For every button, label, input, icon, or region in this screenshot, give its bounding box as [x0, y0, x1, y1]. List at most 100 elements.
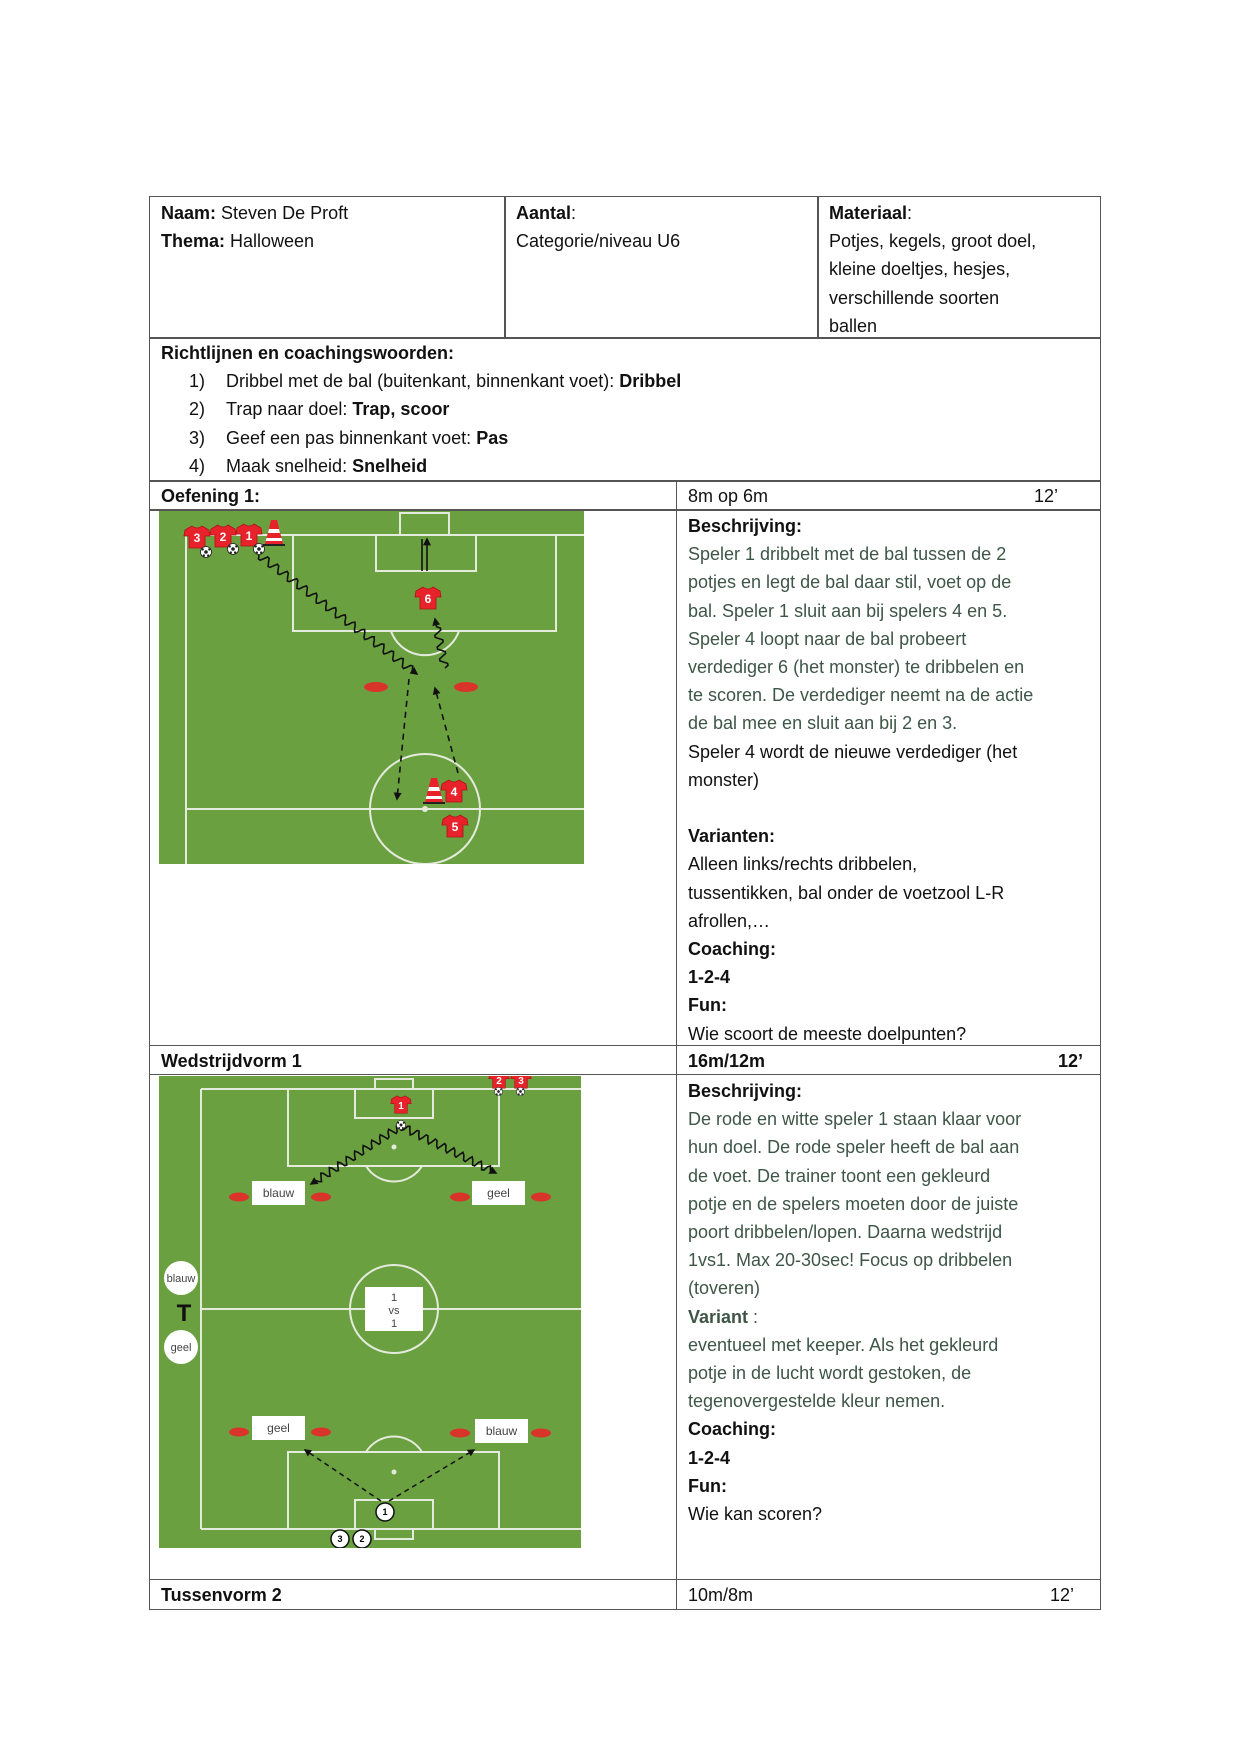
item-text: Dribbel met de bal (buitenkant, binnenka…	[226, 371, 620, 392]
center-label-line: vs	[389, 1305, 401, 1317]
player-shirt: 6	[414, 586, 442, 610]
dribble-path	[309, 1122, 402, 1185]
shirt-number: 4	[451, 785, 458, 799]
exercise1-title: Oefening 1:	[161, 486, 261, 506]
categorie-value: Categorie/niveau U6	[516, 231, 681, 252]
gate-label-bottom-left: geel	[252, 1416, 305, 1440]
gate-label-top-left: blauw	[252, 1181, 305, 1205]
player-number: 3	[337, 1534, 342, 1544]
center-label-line: 1	[391, 1318, 397, 1330]
variant-label: Variant	[688, 1306, 749, 1327]
item-keyword: Snelheid	[352, 455, 428, 476]
ball-icon	[516, 1087, 525, 1096]
varianten-line: Alleen links/rechts dribbelen,	[688, 854, 918, 875]
exercise1-meta-cell: 8m op 6m 12’	[676, 480, 1101, 511]
center-1vs1-label: 1 vs 1	[365, 1287, 423, 1331]
item-keyword: Trap, scoor	[352, 399, 450, 420]
coaching-label: Coaching:	[688, 939, 776, 960]
variant-line: eventueel met keeper. Als het gekleurd	[688, 1334, 999, 1355]
shirt-number: 6	[425, 592, 432, 606]
marker-disc-icon	[311, 1192, 331, 1202]
thema-value: Halloween	[225, 231, 315, 252]
description-line: hun doel. De rode speler heeft de bal aa…	[688, 1137, 1020, 1158]
marker-disc-icon	[531, 1192, 551, 1202]
center-label-line: 1	[391, 1292, 397, 1304]
marker-disc-icon	[450, 1428, 470, 1438]
trainer-letter: T	[177, 1300, 192, 1327]
marker-disc-icon	[364, 682, 388, 692]
description-line: Speler 4 loopt naar de bal probeert	[688, 628, 967, 649]
exercise2-meta-cell: 16m/12m 12’	[676, 1045, 1101, 1075]
player-shirt: 1	[235, 523, 263, 547]
exercise1-pitch-diagram: 3 2 1 6 4 5	[159, 511, 584, 864]
player-shirt: 2	[488, 1076, 510, 1089]
guideline-item: 2)Trap naar doel: Trap, scoor	[161, 395, 1089, 423]
varianten-line: tussentikken, bal onder de voetzool L-R	[688, 882, 1005, 903]
gate-label: geel	[487, 1186, 510, 1200]
marker-disc-icon	[450, 1192, 470, 1202]
run-path	[432, 686, 459, 774]
dribble-path	[432, 617, 449, 669]
description-line: 1vs1. Max 20-30sec! Focus op dribbelen	[688, 1250, 1013, 1271]
marker-disc-icon	[229, 1192, 249, 1202]
exercise2-title: Wedstrijdvorm 1	[161, 1051, 302, 1071]
item-number: 4)	[189, 455, 206, 476]
materiaal-line: kleine doeltjes, hesjes,	[829, 259, 1011, 280]
shirt-number: 1	[398, 1101, 404, 1112]
player-shirt: 3	[510, 1076, 532, 1089]
thema-line: Thema: Halloween	[161, 227, 494, 255]
run-path	[388, 1449, 476, 1502]
exercise2-text-cell: Beschrijving: De rode en witte speler 1 …	[676, 1074, 1101, 1580]
exercise3-title: Tussenvorm 2	[161, 1585, 282, 1605]
exercise3-size: 10m/8m	[688, 1585, 754, 1605]
ball-icon	[253, 543, 265, 555]
coaching-label: Coaching:	[688, 1419, 776, 1440]
ball-icon	[200, 546, 212, 558]
player-shirt: 5	[441, 814, 469, 838]
shirt-number: 3	[518, 1076, 524, 1087]
exercise1-size: 8m op 6m	[688, 486, 769, 506]
ball-icon	[227, 543, 239, 555]
player-shirt: 3	[183, 525, 211, 549]
naam-label: Naam:	[161, 203, 217, 223]
gate-label: blauw	[263, 1186, 295, 1200]
item-number: 1)	[189, 371, 206, 392]
beschrijving-label: Beschrijving:	[688, 1081, 803, 1101]
description-line: (toveren)	[688, 1278, 761, 1299]
description-line: bal. Speler 1 sluit aan bij spelers 4 en…	[688, 600, 1008, 621]
marker-disc-icon	[454, 682, 478, 692]
fun-value: Wie scoort de meeste doelpunten?	[688, 1023, 967, 1044]
exercise1-duration: 12’	[1033, 486, 1058, 506]
fun-label: Fun:	[688, 995, 727, 1016]
aantal-cell: Aantal: Categorie/niveau U6	[504, 196, 819, 339]
marker-disc-icon	[311, 1427, 331, 1437]
guidelines-title: Richtlijnen en coachingswoorden:	[161, 343, 455, 363]
shirt-number: 1	[246, 529, 253, 543]
guideline-item: 1) Dribbel met de bal (buitenkant, binnen…	[161, 367, 1089, 395]
item-number: 3)	[189, 427, 206, 448]
fun-value: Wie kan scoren?	[688, 1504, 823, 1525]
description-line: de bal mee en sluit aan bij 2 en 3.	[688, 713, 958, 734]
ball-icon	[396, 1120, 406, 1130]
varianten-label: Varianten:	[688, 826, 776, 847]
exercise3-duration: 12’	[1049, 1585, 1074, 1605]
run-path	[393, 678, 410, 801]
description-line: potje en de spelers moeten door de juist…	[688, 1193, 1019, 1214]
name-theme-cell: Naam: Steven De Proft Thema: Halloween	[149, 196, 506, 339]
materiaal-colon: :	[907, 203, 913, 223]
shirt-number: 5	[452, 820, 459, 834]
white-player: 1	[375, 1502, 395, 1522]
beschrijving-label: Beschrijving:	[688, 516, 803, 536]
guideline-item: 4) Maak snelheid: Snelheid	[161, 452, 1089, 480]
description-line: Speler 1 dribbelt met de bal tussen de 2	[688, 544, 1007, 565]
shirt-number: 2	[496, 1076, 502, 1087]
materiaal-label: Materiaal	[829, 203, 908, 223]
item-text: Maak snelheid:	[226, 455, 353, 476]
dribble-path	[257, 554, 419, 675]
exercise2-title-cell: Wedstrijdvorm 1	[149, 1045, 677, 1075]
description-line: de voet. De trainer toont een gekleurd	[688, 1165, 991, 1186]
item-keyword: Dribbel	[619, 371, 682, 392]
description-line: potjes en legt de bal daar stil, voet op…	[688, 572, 1012, 593]
guideline-item: 3)Geef een pas binnenkant voet: Pas	[161, 424, 1089, 452]
item-number: 2)	[189, 399, 206, 420]
